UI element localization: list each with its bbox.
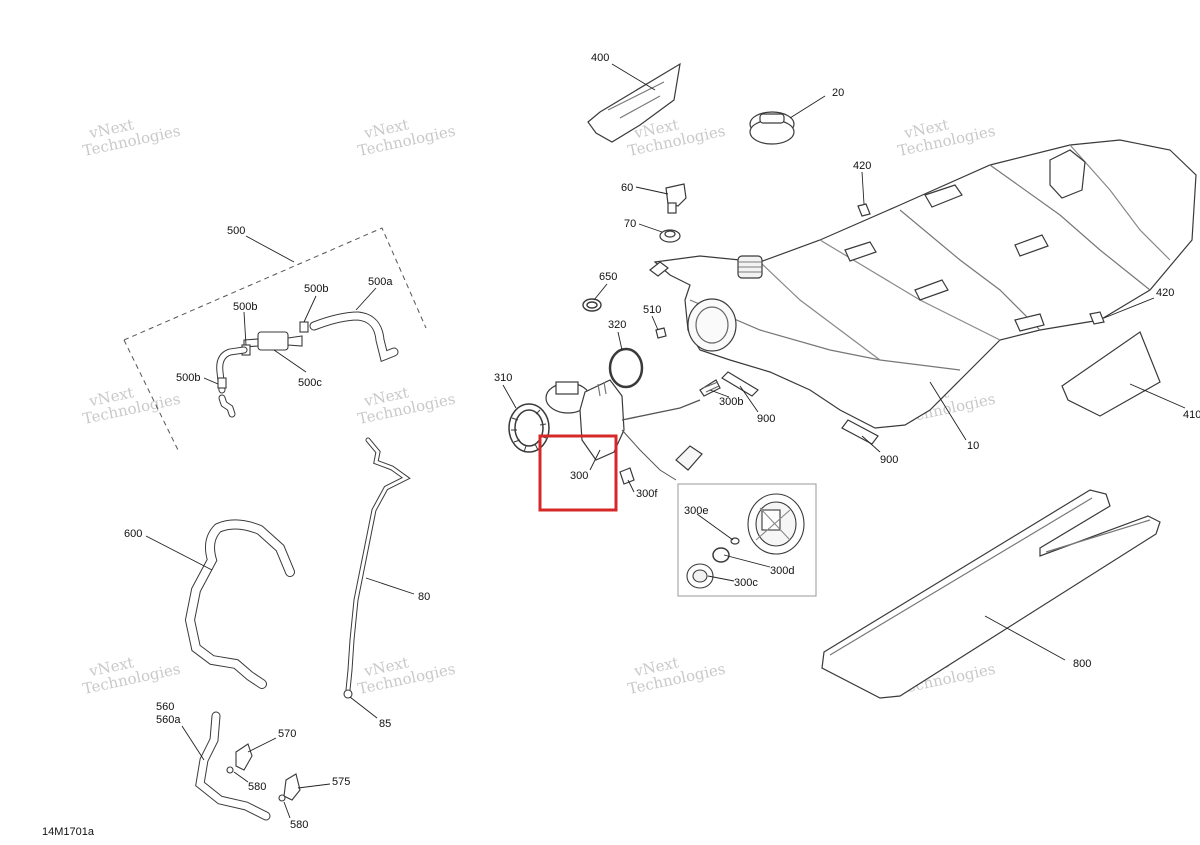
callout-labels: 400 20 60 70 420 420 650 510 320 310 300… (124, 52, 1200, 831)
heat-shield-400[interactable] (587, 62, 681, 143)
filter-300c[interactable] (686, 563, 714, 589)
callout-500b[interactable]: 500b (233, 301, 257, 313)
diagram-code: 14M1701a (42, 826, 95, 838)
callout-500b[interactable]: 500b (176, 372, 200, 384)
hose-500a[interactable] (309, 311, 399, 363)
clip-510[interactable] (655, 327, 667, 339)
callout-560[interactable]: 560 (156, 701, 174, 713)
clip-580-a[interactable] (226, 766, 234, 774)
gasket-320[interactable] (608, 347, 644, 389)
vent-valve-60[interactable] (665, 183, 687, 214)
callout-300d[interactable]: 300d (770, 565, 794, 577)
callout-500a[interactable]: 500a (368, 276, 393, 288)
hose-560[interactable] (195, 711, 271, 821)
callout-420[interactable]: 420 (1156, 287, 1174, 299)
lock-ring-310[interactable] (508, 403, 550, 453)
callout-70[interactable]: 70 (624, 218, 636, 230)
clamp-85[interactable] (343, 689, 353, 699)
callout-500c[interactable]: 500c (298, 377, 322, 389)
clip-420-right[interactable] (1089, 311, 1105, 325)
o-ring-300d[interactable] (712, 547, 730, 563)
detail-inset (677, 483, 817, 597)
callout-300e[interactable]: 300e (684, 505, 708, 517)
callout-80[interactable]: 80 (418, 591, 430, 603)
callout-600[interactable]: 600 (124, 528, 142, 540)
bracket-570[interactable] (235, 743, 253, 771)
fuel-pump-300[interactable] (545, 379, 703, 481)
callout-60[interactable]: 60 (621, 182, 633, 194)
clamp-500b-left[interactable] (217, 377, 227, 389)
watermark: vNext Technologies (356, 653, 457, 698)
watermark: vNext Technologies (81, 653, 182, 698)
clamp-500b-top[interactable] (299, 321, 309, 333)
watermark: vNext Technologies (626, 115, 727, 160)
callout-580[interactable]: 580 (248, 781, 266, 793)
clamp-650[interactable] (582, 298, 602, 312)
pump-module-detail[interactable] (747, 493, 805, 555)
sender-300f[interactable] (619, 467, 635, 485)
callout-900[interactable]: 900 (757, 413, 775, 425)
callout-300f[interactable]: 300f (636, 488, 658, 500)
callout-580[interactable]: 580 (290, 819, 308, 831)
callout-800[interactable]: 800 (1073, 658, 1091, 670)
callout-400[interactable]: 400 (591, 52, 609, 64)
watermark: vNext Technologies (896, 115, 997, 160)
highlight-box-300[interactable] (538, 434, 618, 512)
callout-320[interactable]: 320 (608, 319, 626, 331)
callout-20[interactable]: 20 (832, 87, 844, 99)
hose-500-left[interactable] (216, 346, 248, 418)
callout-900[interactable]: 900 (880, 454, 898, 466)
callout-575[interactable]: 575 (332, 776, 350, 788)
hose-80[interactable] (345, 437, 411, 693)
hose-300b[interactable] (699, 379, 721, 397)
callout-510[interactable]: 510 (643, 304, 661, 316)
callout-650[interactable]: 650 (599, 271, 617, 283)
leader-lines (145, 63, 1186, 819)
watermark: vNext Technologies (626, 653, 727, 698)
callout-560a[interactable]: 560a (156, 714, 181, 726)
callout-310[interactable]: 310 (494, 372, 512, 384)
pad-900-top[interactable] (721, 371, 759, 397)
callout-300[interactable]: 300 (570, 470, 588, 482)
callout-410[interactable]: 410 (1183, 409, 1200, 421)
heat-shield-410[interactable] (1061, 331, 1161, 417)
callout-85[interactable]: 85 (379, 718, 391, 730)
fuel-tank-10[interactable] (649, 139, 1197, 429)
filter-500c[interactable] (243, 331, 303, 351)
fuel-cap-20[interactable] (749, 111, 795, 145)
protector-800[interactable] (821, 489, 1161, 699)
callout-500b[interactable]: 500b (304, 283, 328, 295)
grommet-70[interactable] (659, 229, 681, 243)
callout-300c[interactable]: 300c (734, 577, 758, 589)
watermark: vNext Technologies (356, 115, 457, 160)
watermark: vNext Technologies (356, 383, 457, 428)
hose-600[interactable] (184, 519, 295, 689)
clip-420-top[interactable] (857, 203, 871, 217)
watermark: vNext Technologies (81, 383, 182, 428)
clip-580-b[interactable] (278, 794, 286, 802)
callout-570[interactable]: 570 (278, 728, 296, 740)
callout-300b[interactable]: 300b (719, 396, 743, 408)
watermark: vNext Technologies (81, 115, 182, 160)
callout-500[interactable]: 500 (227, 225, 245, 237)
o-ring-300e[interactable] (730, 537, 740, 545)
callout-10[interactable]: 10 (967, 440, 979, 452)
callout-420[interactable]: 420 (853, 160, 871, 172)
pad-900-bottom[interactable] (841, 419, 879, 445)
hose-kit-500-frame (123, 227, 427, 451)
bracket-575[interactable] (283, 773, 301, 801)
